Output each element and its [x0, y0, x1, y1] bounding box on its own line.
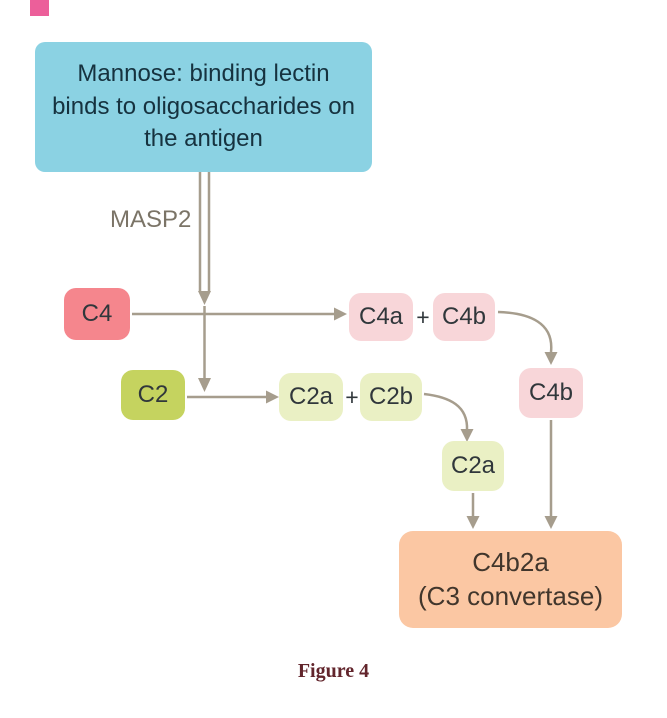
masp2-label: MASP2 [110, 206, 192, 233]
node-c2: C2 [121, 370, 185, 420]
node-c2b: C2b [360, 373, 422, 421]
node-c4a: C4a [349, 293, 413, 341]
masp2-arrowhead-upper [198, 291, 211, 305]
node-c3-convertase: C4b2a (C3 convertase) [399, 531, 622, 628]
node-mannose-binding-lectin: Mannose: binding lectin binds to oligosa… [35, 42, 372, 172]
node-c2a-side: C2a [442, 441, 504, 491]
c4-arrowhead [334, 307, 347, 321]
c2a-down-arrowhead [466, 516, 480, 529]
masp2-arrowhead-lower [198, 378, 211, 392]
c4b-curve-line [497, 310, 553, 353]
node-c4: C4 [64, 288, 130, 340]
plus-sign-c4: + [416, 304, 430, 330]
plus-sign-c2: + [345, 384, 359, 410]
c2b-curve-line [423, 392, 469, 431]
c2-arrowhead [266, 390, 279, 404]
c4b-down-arrowhead [544, 516, 558, 529]
node-c4b-side: C4b [519, 368, 583, 418]
convertase-subtitle: (C3 convertase) [418, 580, 603, 611]
figure-caption: Figure 4 [297, 660, 370, 682]
pink-marker [30, 0, 49, 16]
c4b-curve-arrowhead [544, 352, 558, 365]
node-c4b-top: C4b [433, 293, 495, 341]
node-c2a: C2a [279, 373, 343, 421]
convertase-title: C4b2a [472, 546, 549, 577]
